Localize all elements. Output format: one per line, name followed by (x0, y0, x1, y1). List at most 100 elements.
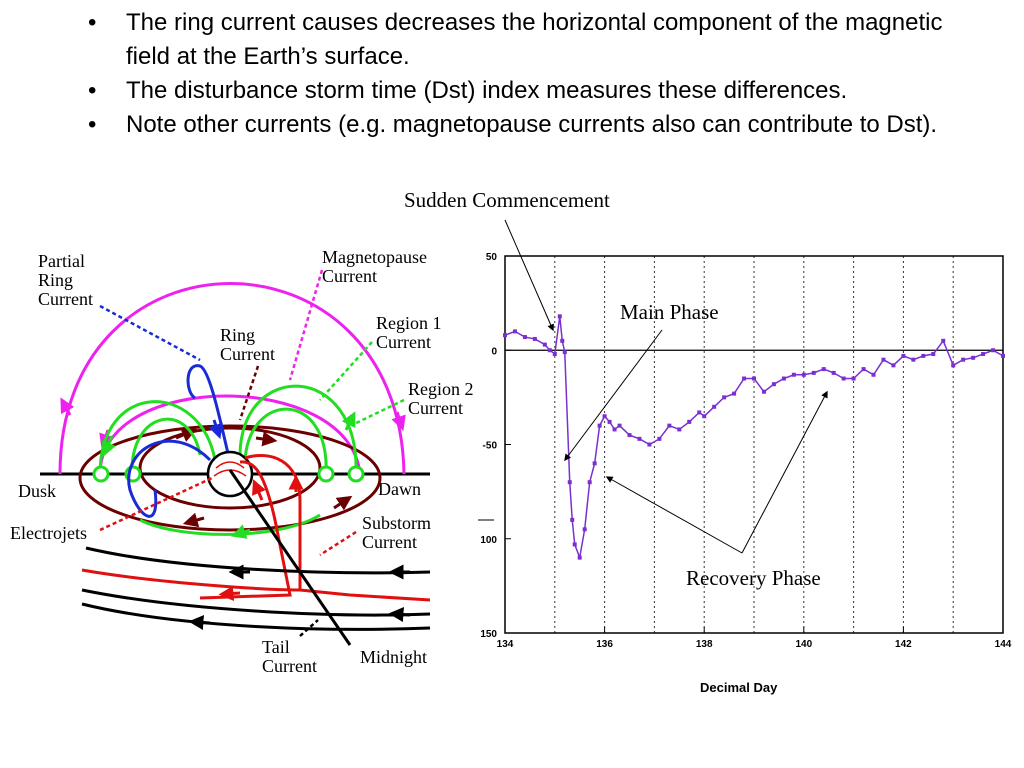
dst-data-point (503, 333, 507, 338)
field-line-node (317, 465, 335, 483)
tail-arrow (188, 615, 211, 631)
x-tick-label: 134 (497, 639, 514, 650)
dst-data-point (647, 442, 652, 447)
region-current-arrow (341, 411, 356, 431)
region1-loop-dawn (243, 407, 328, 475)
label-ring-current: Ring Current (220, 326, 275, 364)
dst-data-point (592, 461, 597, 466)
annotation-main-phase: Main Phase (620, 300, 719, 324)
dst-data-point (657, 436, 662, 441)
label-line: Current (38, 289, 93, 309)
dst-data-point (981, 352, 986, 357)
ring-current-arrow (255, 431, 278, 447)
tail-current-1 (85, 546, 431, 575)
dst-data-point (732, 391, 737, 396)
label-line: Current (408, 398, 463, 418)
dst-data-point (607, 419, 612, 424)
label-midnight: Midnight (360, 647, 428, 667)
dst-data-point (971, 355, 976, 360)
label-dusk: Dusk (18, 481, 57, 501)
bullet-dot: • (88, 9, 97, 36)
green-lower-arc (139, 513, 321, 536)
magnetopause-arrow (391, 411, 406, 432)
region-current-arrow (230, 524, 251, 539)
dst-data-point (752, 376, 756, 381)
label-tail-current: Tail Current (262, 638, 317, 676)
tail-arrow (388, 607, 411, 623)
label-line: Current (322, 266, 377, 286)
label-electrojets: Electrojets (10, 523, 87, 543)
dst-data-point (901, 353, 906, 358)
partial-ring-current-side (127, 439, 212, 518)
dst-data-point (702, 414, 707, 419)
ring-current-arrow (333, 495, 353, 511)
dst-data-point (861, 367, 866, 372)
midnight-line (228, 469, 352, 646)
y-tick-label: -50 (483, 441, 498, 452)
y-tick-label: 100 (480, 535, 497, 546)
dst-data-point (951, 363, 956, 368)
dst-data-point (791, 372, 796, 377)
x-tick-label: 136 (596, 639, 613, 650)
dst-data-point (617, 423, 622, 428)
label-line: Tail (262, 637, 290, 657)
leader-substorm (319, 530, 357, 557)
label-line: Current (220, 344, 275, 364)
bullet-item: •The disturbance storm time (Dst) index … (88, 74, 988, 108)
dst-data-point (562, 350, 567, 355)
dst-data-point (801, 372, 806, 377)
leader-region2 (351, 398, 405, 427)
dst-data-point (570, 517, 575, 522)
y-tick-label: 150 (480, 629, 497, 640)
tail-current-red (81, 568, 301, 592)
x-tick-label: 142 (895, 639, 912, 650)
bullet-list: •The ring current causes decreases the h… (88, 6, 988, 142)
dst-data-point (627, 433, 632, 438)
ring-current-arrow (175, 428, 197, 442)
dst-data-point (667, 423, 672, 428)
label-line: Region 1 (376, 313, 442, 333)
region-current-arrow (102, 435, 116, 457)
dst-data-point (602, 414, 607, 419)
dst-data-point (582, 527, 587, 532)
label-region2-current: Region 2 Current (408, 380, 474, 418)
magnetopause-outer-arc (58, 282, 406, 475)
label-region1-current: Region 1 Current (376, 314, 442, 352)
dst-data-point (742, 376, 747, 381)
dst-data-point (512, 329, 517, 334)
magnetopause-arrow (60, 397, 75, 416)
dst-data-point (931, 352, 936, 357)
label-line: Current (262, 656, 317, 676)
dst-data-point (771, 382, 776, 387)
field-line-node (347, 465, 365, 483)
dst-data-point (911, 357, 916, 362)
dst-data-point (637, 436, 642, 441)
y-tick-label: 0 (491, 346, 497, 357)
dst-data-point (1001, 353, 1005, 358)
dst-data-point (991, 348, 996, 353)
label-line: Partial (38, 251, 85, 271)
dst-data-point (572, 542, 577, 547)
bullet-item: •Note other currents (e.g. magnetopause … (88, 108, 988, 142)
annotation-sudden-commencement: Sudden Commencement (404, 188, 610, 212)
dst-data-point (871, 372, 876, 377)
region2-loop-dusk (130, 417, 202, 475)
dst-data-point (542, 342, 547, 347)
dst-data-point (722, 395, 727, 400)
substorm-arrow (252, 479, 266, 501)
x-tick-label: 144 (995, 639, 1012, 650)
dst-data-point (961, 357, 966, 362)
region2-loop-dawn (238, 384, 358, 475)
arrow-recovery-phase-2 (741, 390, 828, 554)
substorm-current-dawn (244, 453, 431, 602)
dst-data-point (941, 338, 946, 343)
y-tick-label: 50 (486, 252, 498, 263)
bullet-item: •The ring current causes decreases the h… (88, 6, 988, 74)
chart-x-axis-title: Decimal Day (700, 680, 778, 695)
dst-data-point (587, 480, 592, 485)
partial-ring-arrow (208, 419, 223, 440)
dst-data-point (577, 555, 582, 560)
bullet-dot: • (88, 77, 97, 104)
